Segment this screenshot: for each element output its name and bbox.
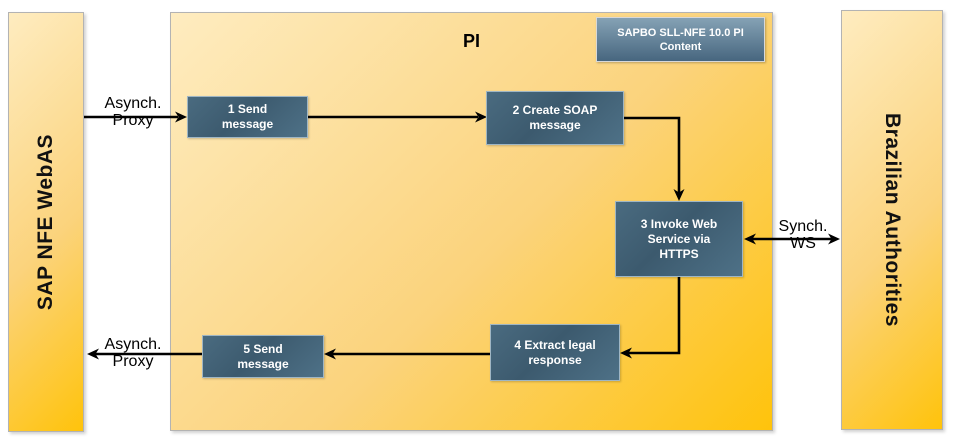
sap-nfe-webas-pillar: SAP NFE WebAS — [8, 12, 84, 432]
badge-line-2: Content — [659, 40, 702, 53]
badge-line-1: SAPBO SLL-NFE 10.0 PI — [617, 26, 744, 39]
sapbo-content-badge: SAPBO SLL-NFE 10.0 PI Content — [596, 17, 765, 62]
step-3-invoke-web-service: 3 Invoke Web Service via HTTPS — [615, 201, 743, 277]
synch-ws-label: Synch. WS — [778, 218, 828, 252]
step-2-create-soap-message: 2 Create SOAP message — [486, 91, 624, 145]
brazilian-authorities-pillar: Brazilian Authorities — [841, 10, 943, 430]
asynch-proxy-label-top: Asynch. Proxy — [104, 95, 162, 129]
step-4-extract-legal-response: 4 Extract legal response — [490, 324, 620, 381]
asynch-proxy-label-bottom: Asynch. Proxy — [104, 336, 162, 370]
step-5-send-message: 5 Send message — [202, 335, 324, 378]
brazilian-authorities-label: Brazilian Authorities — [881, 113, 904, 327]
pi-title: PI — [462, 31, 480, 51]
step-1-send-message: 1 Send message — [187, 96, 308, 138]
sap-nfe-webas-label: SAP NFE WebAS — [34, 133, 57, 311]
